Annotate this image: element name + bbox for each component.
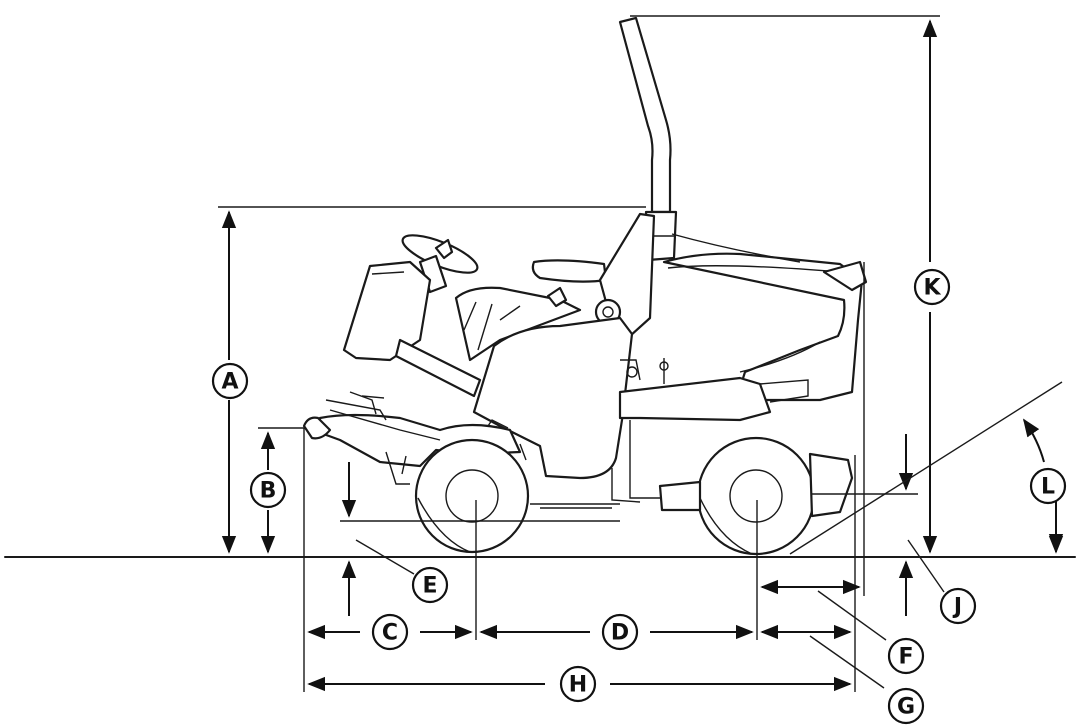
callout-E: E xyxy=(411,566,449,604)
callout-K: K xyxy=(913,268,951,306)
callout-C: C xyxy=(371,613,409,651)
callout-L: L xyxy=(1029,467,1067,505)
callout-label-D: D xyxy=(611,621,629,646)
callout-label-C: C xyxy=(382,621,398,646)
body-panel xyxy=(472,316,634,480)
callout-J: J xyxy=(939,587,977,625)
callout-label-A: A xyxy=(221,370,238,395)
rops-bar xyxy=(618,16,672,214)
seat xyxy=(531,259,608,283)
front-hood xyxy=(342,260,432,362)
callout-A: A xyxy=(211,362,249,400)
callout-H: H xyxy=(559,665,597,703)
callout-label-B: B xyxy=(260,479,277,504)
grass-bagger xyxy=(662,252,864,402)
front-wheel xyxy=(414,438,530,554)
callout-D: D xyxy=(601,613,639,651)
callout-label-K: K xyxy=(923,276,941,301)
callout-G: G xyxy=(887,687,925,725)
callout-label-H: H xyxy=(569,673,587,698)
dimension-lines xyxy=(218,15,1064,692)
mower-illustration xyxy=(302,16,868,556)
callout-label-G: G xyxy=(897,695,915,720)
callout-label-L: L xyxy=(1041,475,1055,500)
rear-wheel xyxy=(696,436,816,556)
callout-label-J: J xyxy=(952,595,962,620)
callout-B: B xyxy=(249,471,287,509)
chassis xyxy=(618,376,772,422)
callout-label-F: F xyxy=(898,645,913,670)
callout-label-E: E xyxy=(422,574,437,599)
callout-F: F xyxy=(887,637,925,675)
